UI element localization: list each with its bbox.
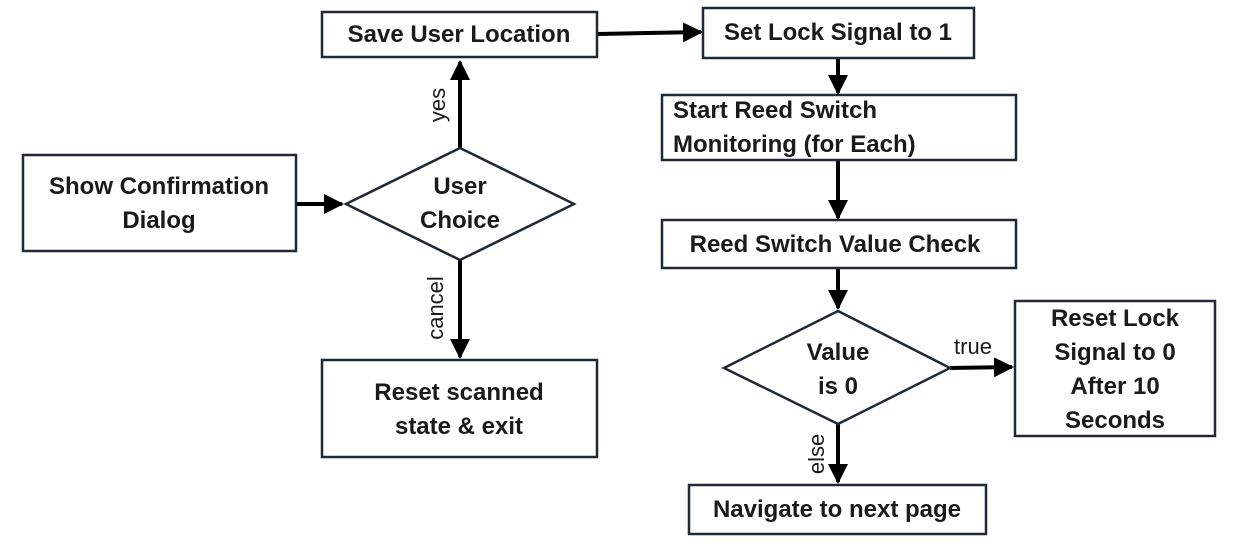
edge-label-true: true	[954, 334, 992, 359]
node-label-line: Choice	[420, 207, 500, 234]
node-label-line: User	[433, 173, 486, 200]
node-label-line: Set Lock Signal to 1	[724, 19, 952, 46]
node-label-line: After 10	[1070, 373, 1159, 400]
edge-label-cancel: cancel	[423, 276, 448, 340]
value-check-node: Reed Switch Value Check	[660, 218, 1018, 270]
reset-lock-node: Reset Lock Signal to 0 After 10 Seconds	[1013, 299, 1217, 438]
show-confirmation-node: Show Confirmation Dialog	[21, 153, 298, 253]
arrow-save-to-lock	[596, 22, 703, 43]
node-label-line: Reset Lock	[1051, 305, 1180, 332]
node-label-line: Reset scanned	[374, 379, 543, 406]
node-label-line: state & exit	[395, 413, 523, 440]
set-lock-signal-node: Set Lock Signal to 1	[701, 6, 976, 60]
reset-scanned-node: Reset scanned state & exit	[320, 358, 599, 459]
node-label-line: Navigate to next page	[713, 496, 961, 523]
node-label-line: Show Confirmation	[49, 173, 269, 200]
node-label-line: Dialog	[122, 207, 195, 234]
user-choice-decision: User Choice	[343, 146, 577, 262]
save-user-location-node: Save User Location	[320, 10, 599, 59]
node-label-line: Signal to 0	[1054, 339, 1175, 366]
node-label-line: Reed Switch Value Check	[690, 231, 981, 258]
node-label-line: Monitoring (for Each)	[673, 131, 916, 158]
edge-label-yes: yes	[425, 88, 450, 122]
start-monitoring-node: Start Reed Switch Monitoring (for Each)	[660, 93, 1018, 162]
edge-label-else: else	[804, 434, 829, 474]
node-label-line: Seconds	[1065, 407, 1165, 434]
navigate-node: Navigate to next page	[687, 483, 988, 536]
node-label-line: is 0	[818, 373, 858, 400]
value-is-zero-decision: Value is 0	[721, 309, 953, 426]
node-label-line: Start Reed Switch	[673, 97, 877, 124]
node-label-line: Save User Location	[348, 21, 571, 48]
node-label-line: Value	[807, 339, 870, 366]
arrow-value-true	[949, 357, 1014, 378]
